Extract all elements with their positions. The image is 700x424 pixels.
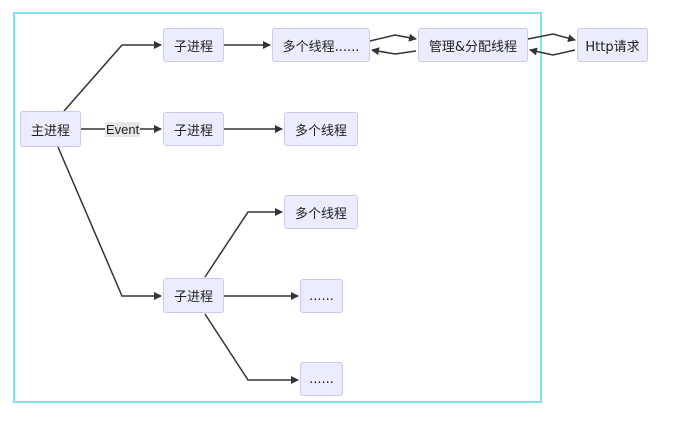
edge-child3-dots2 [204, 313, 299, 384]
edge-label-event: Event [105, 122, 141, 137]
edge-child3-multi3 [204, 208, 283, 278]
node-multi-threads-1[interactable]: 多个线程...... [272, 28, 370, 62]
edge-multi1-manage [369, 33, 417, 42]
edge-http-manage [529, 47, 576, 56]
node-child-process-1[interactable]: 子进程 [163, 28, 224, 62]
edge-main-child3 [57, 146, 162, 300]
node-ellipsis-2[interactable]: ...... [300, 362, 343, 396]
node-multi-threads-2[interactable]: 多个线程 [284, 112, 358, 146]
edge-manage-multi1 [371, 47, 417, 56]
edge-main-child1 [63, 41, 162, 112]
node-manage-threads[interactable]: 管理&分配线程 [418, 28, 528, 62]
edge-manage-http [527, 33, 576, 43]
node-main-process[interactable]: 主进程 [20, 111, 81, 147]
node-child-process-2[interactable]: 子进程 [163, 112, 224, 146]
node-multi-threads-3[interactable]: 多个线程 [284, 195, 358, 229]
node-ellipsis-1[interactable]: ...... [300, 279, 343, 313]
subgraph-frame [13, 12, 542, 403]
node-http-request[interactable]: Http请求 [577, 28, 648, 62]
node-child-process-3[interactable]: 子进程 [163, 278, 224, 313]
